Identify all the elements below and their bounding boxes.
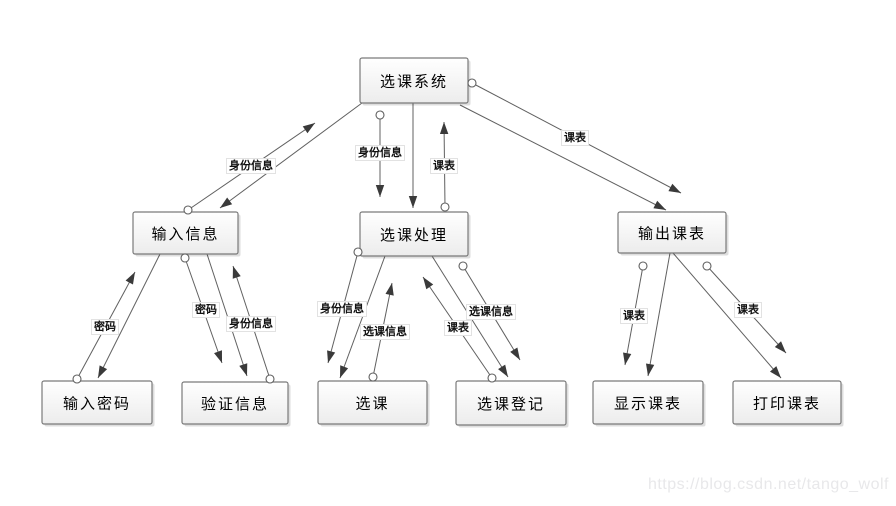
node-system: 选课系统 bbox=[359, 57, 471, 106]
data-couple-circle-icon bbox=[72, 374, 82, 384]
edge-label-input-info-verify-info: 密码 bbox=[192, 302, 220, 318]
node-box bbox=[41, 380, 153, 425]
watermark: https://blog.csdn.net/tango_wolf bbox=[647, 476, 889, 493]
node-label: 输出课表 bbox=[638, 225, 706, 243]
node-label: 打印课表 bbox=[753, 395, 821, 413]
edge-line-process-select-course bbox=[339, 255, 386, 379]
data-couple-circle-icon bbox=[183, 205, 193, 215]
data-couple-circle-icon bbox=[702, 261, 712, 271]
node-label: 选课处理 bbox=[380, 226, 448, 244]
arrowhead-icon bbox=[302, 123, 315, 134]
node-label: 选课登记 bbox=[477, 395, 545, 413]
edge-line-system-output-timetable bbox=[459, 104, 667, 211]
edge-line-system-input-info bbox=[219, 102, 363, 209]
node-label: 选课 bbox=[355, 395, 389, 413]
arrowhead-icon bbox=[340, 365, 349, 378]
arrowhead-icon bbox=[214, 350, 222, 363]
data-couple-circle-icon bbox=[368, 372, 378, 382]
arrowhead-icon bbox=[774, 341, 786, 353]
node-box bbox=[359, 211, 469, 257]
edge-line-input-info-input-password bbox=[97, 253, 161, 379]
data-couple-circle-icon bbox=[638, 261, 648, 271]
node-box bbox=[359, 57, 469, 104]
arrowhead-icon bbox=[220, 197, 233, 208]
node-selection-register: 选课登记 bbox=[455, 380, 569, 428]
node-label: 输入密码 bbox=[63, 395, 131, 413]
arrowhead-icon bbox=[439, 122, 449, 135]
node-output-timetable: 输出课表 bbox=[617, 211, 729, 256]
arrowhead-icon bbox=[375, 185, 385, 197]
data-couple-circle-icon bbox=[353, 247, 363, 257]
edge-label-verify-info-input-info: 身份信息 bbox=[226, 316, 276, 332]
edge-label-system-process: 身份信息 bbox=[355, 145, 405, 161]
arrowhead-icon bbox=[385, 283, 394, 296]
arrowhead-icon bbox=[327, 350, 336, 363]
arrowhead-icon bbox=[239, 363, 248, 376]
node-label: 选课系统 bbox=[380, 73, 448, 91]
arrowhead-icon bbox=[232, 266, 241, 279]
data-couple-circle-icon bbox=[375, 110, 385, 120]
node-box bbox=[455, 380, 567, 426]
arrowhead-icon bbox=[623, 352, 632, 365]
node-input-info: 输入信息 bbox=[132, 211, 241, 257]
edge-label-process-select-course: 身份信息 bbox=[317, 301, 367, 317]
node-verify-info: 验证信息 bbox=[181, 381, 291, 427]
edge-label-input-info-system: 身份信息 bbox=[226, 158, 276, 174]
node-input-password: 输入密码 bbox=[41, 380, 155, 427]
arrowhead-icon bbox=[423, 277, 434, 290]
arrowhead-icon bbox=[125, 272, 135, 285]
edge-label-selection-register-process: 课表 bbox=[444, 320, 472, 336]
edge-label-process-system: 课表 bbox=[430, 158, 458, 174]
node-box bbox=[732, 380, 842, 425]
edge-line-input-info-verify-info bbox=[206, 253, 248, 377]
node-label: 验证信息 bbox=[201, 395, 269, 413]
data-couple-circle-icon bbox=[265, 374, 275, 384]
edge-line-output-timetable-print-timetable bbox=[672, 252, 782, 379]
edge-label-input-password-input-info: 密码 bbox=[91, 319, 119, 335]
arrowhead-icon bbox=[498, 364, 508, 377]
node-box bbox=[181, 381, 289, 425]
edge-label-system-output-timetable: 课表 bbox=[561, 130, 589, 146]
edge-line-output-timetable-display-timetable bbox=[647, 252, 671, 377]
edge-label-process-selection-register: 选课信息 bbox=[466, 304, 516, 320]
node-label: 显示课表 bbox=[614, 395, 682, 413]
arrowhead-icon bbox=[408, 196, 418, 208]
node-select-course: 选课 bbox=[317, 380, 430, 427]
edge-label-output-timetable-print-timetable: 课表 bbox=[734, 302, 762, 318]
data-couple-circle-icon bbox=[487, 373, 497, 383]
node-display-timetable: 显示课表 bbox=[592, 380, 706, 427]
arrowhead-icon bbox=[668, 183, 681, 193]
node-box bbox=[592, 380, 704, 425]
node-process: 选课处理 bbox=[359, 211, 471, 259]
arrowhead-icon bbox=[653, 200, 666, 210]
data-couple-circle-icon bbox=[440, 202, 450, 212]
arrowhead-icon bbox=[769, 366, 781, 378]
data-couple-circle-icon bbox=[458, 261, 468, 271]
data-couple-circle-icon bbox=[180, 253, 190, 263]
node-print-timetable: 打印课表 bbox=[732, 380, 844, 427]
node-box bbox=[617, 211, 727, 254]
edge-label-select-course-process: 选课信息 bbox=[360, 324, 410, 340]
edge-label-output-timetable-display-timetable: 课表 bbox=[620, 308, 648, 324]
node-label: 输入信息 bbox=[151, 225, 219, 243]
arrowhead-icon bbox=[98, 365, 108, 378]
arrowhead-icon bbox=[645, 363, 655, 376]
arrowhead-icon bbox=[510, 347, 520, 360]
data-couple-circle-icon bbox=[467, 78, 477, 88]
